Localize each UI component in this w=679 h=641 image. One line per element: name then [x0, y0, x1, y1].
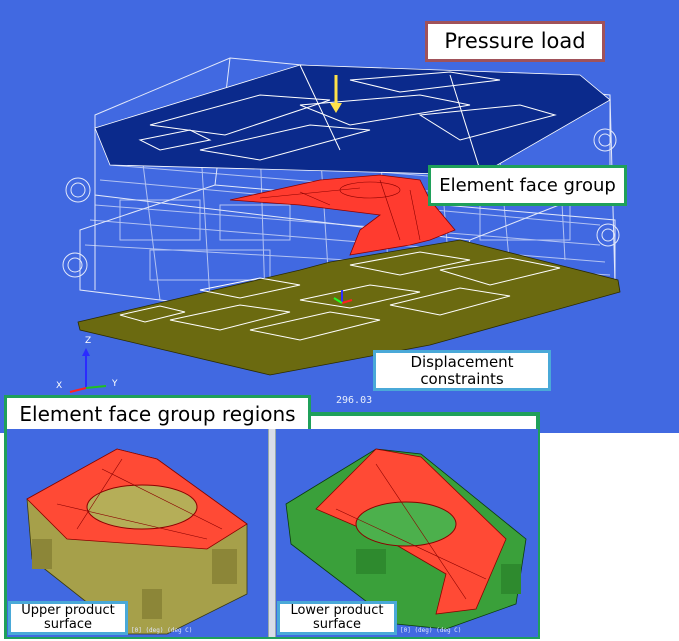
main-3d-viewport[interactable]: Z X Y [0, 0, 679, 433]
axis-label-z: Z [85, 336, 92, 346]
pressure-load-arrow [330, 75, 342, 113]
upper-label-line1: Upper product [21, 603, 115, 619]
lower-label-line1: Lower product [290, 603, 384, 619]
upper-status-text: [0] (deg) (deg C) [131, 627, 193, 634]
element-face-group [229, 174, 456, 256]
displacement-constraints-callout: Displacement constraints [373, 350, 551, 391]
axis-triad [69, 348, 107, 393]
lower-surface-viewport[interactable]: [0] (deg) (deg C) [276, 429, 538, 637]
displacement-label-line1: Displacement [410, 353, 514, 371]
face-group-regions-callout: Element face group regions [4, 395, 311, 433]
panel-divider[interactable] [268, 429, 276, 637]
coordinate-readout: 296.03 [336, 395, 373, 406]
displacement-constraint-plate [77, 239, 621, 376]
upper-product-surface-label: Upper product surface [8, 601, 128, 635]
mold-model-render [62, 57, 621, 393]
pressure-load-callout: Pressure load [425, 21, 605, 62]
axis-label-x: X [56, 381, 63, 391]
lower-label-line2: surface [312, 617, 362, 632]
displacement-label-line2: constraints [420, 369, 504, 388]
lower-product-surface-label: Lower product surface [277, 601, 397, 635]
lower-status-text: [0] (deg) (deg C) [400, 627, 462, 634]
upper-surface-render [26, 448, 248, 635]
lower-surface-render [285, 448, 527, 630]
pressure-surface [94, 64, 611, 176]
element-face-group-callout: Element face group [428, 165, 627, 206]
axis-label-y: Y [112, 379, 118, 389]
upper-label-line2: surface [43, 617, 93, 632]
